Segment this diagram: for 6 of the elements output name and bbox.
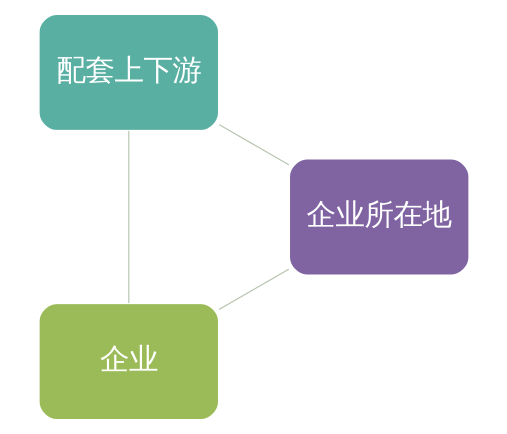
connector [218, 124, 289, 166]
connector [218, 268, 289, 310]
node-box: 配套上下游 [38, 13, 219, 132]
connector [128, 130, 129, 304]
node-box: 企业所在地 [288, 158, 470, 276]
node-box: 企业 [38, 302, 219, 421]
